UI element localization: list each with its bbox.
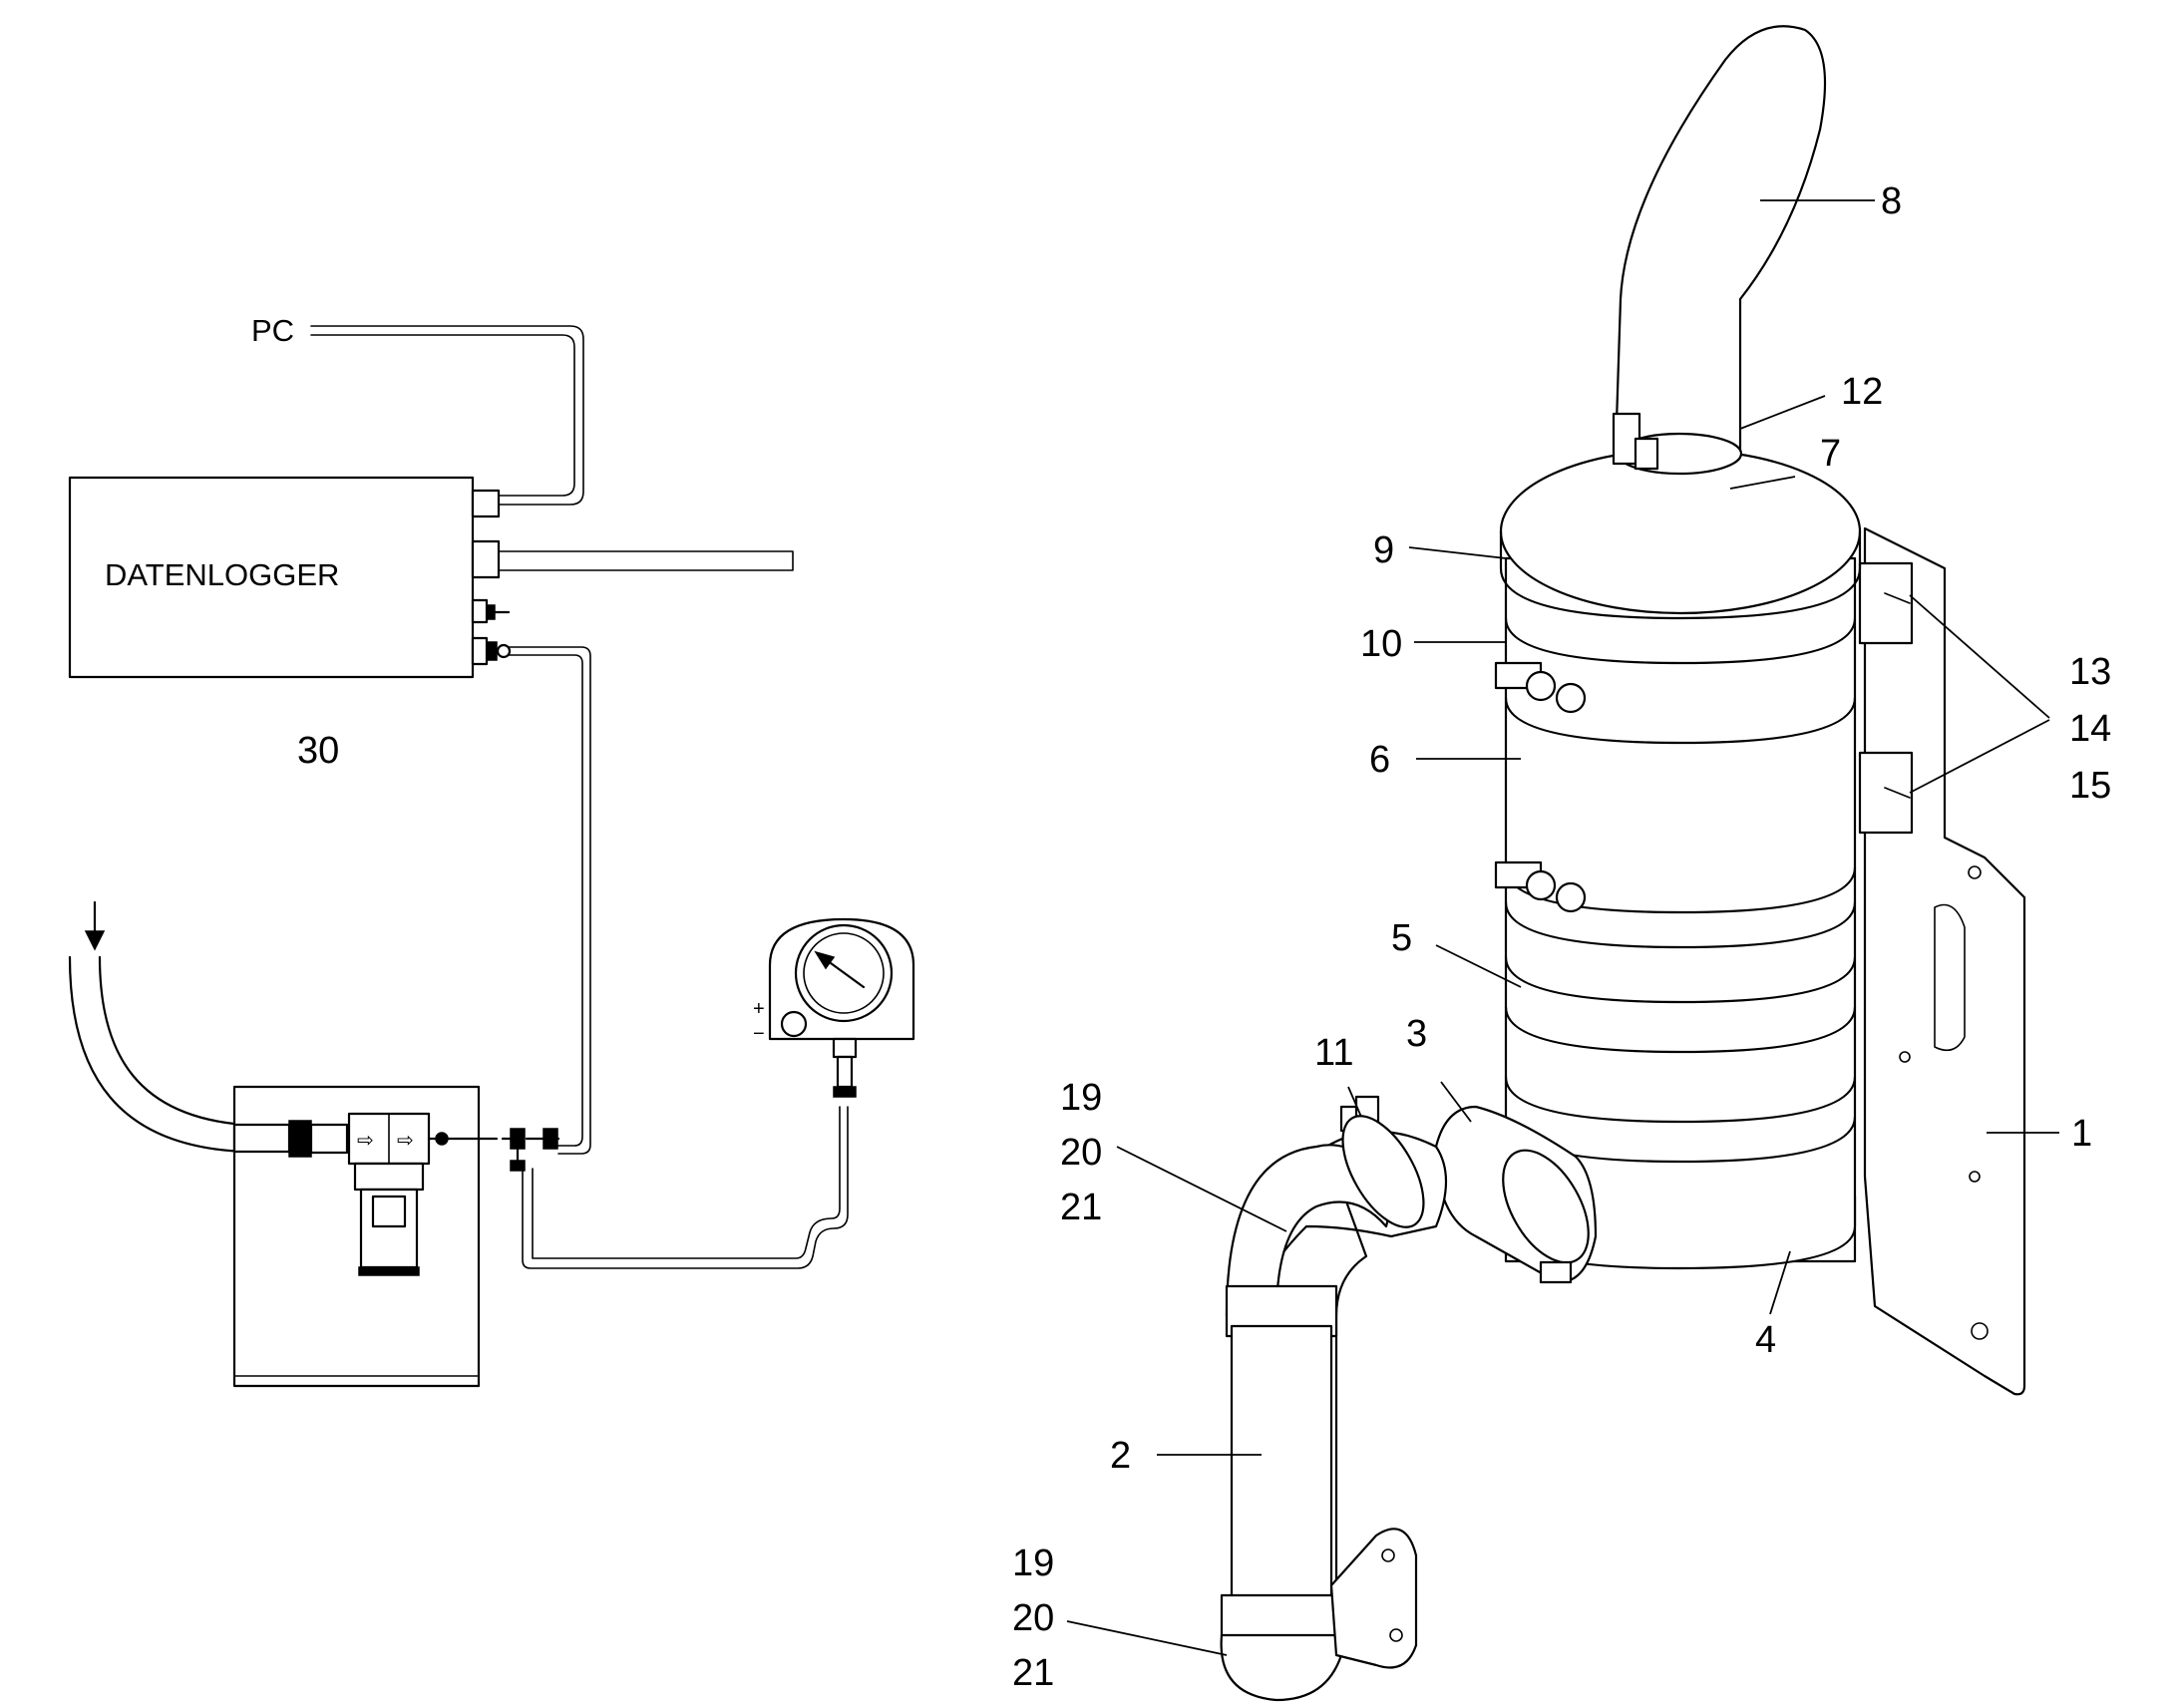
- measurement-schematic: PC DATENLOGGER 30: [68, 313, 915, 1388]
- callout-8: 8: [1881, 180, 1902, 222]
- mounting-bracket: [1863, 526, 2026, 1396]
- output-cable: [498, 550, 794, 571]
- callout-21-upper: 21: [1060, 1187, 1102, 1228]
- callout-10: 10: [1360, 623, 1402, 665]
- minus-sign: −: [753, 1023, 765, 1045]
- inlet-hose: [68, 955, 291, 1154]
- callout-labels: 1 2 3 4 5 6 7 8 9 10 11 12 13 14 15 19 2…: [1012, 180, 2111, 1694]
- svg-text:⇨: ⇨: [397, 1130, 414, 1152]
- pressure-hose: [508, 646, 591, 1155]
- callout-1: 1: [2071, 1113, 2092, 1155]
- pressure-gauge: [768, 917, 915, 1098]
- callout-11: 11: [1314, 1032, 1353, 1074]
- inlet-clamp: [1339, 1095, 1425, 1228]
- callout-3: 3: [1406, 1013, 1427, 1055]
- callout-13: 13: [2069, 651, 2111, 693]
- logger-fittings: [486, 604, 512, 661]
- pc-label: PC: [251, 313, 294, 348]
- callout-14: 14: [2069, 708, 2111, 750]
- callout-9: 9: [1373, 529, 1394, 571]
- callout-2: 2: [1110, 1435, 1131, 1477]
- inlet-elbow: [1434, 1105, 1598, 1284]
- callout-20-lower: 20: [1012, 1597, 1054, 1639]
- plus-sign: +: [753, 998, 765, 1020]
- callout-19-lower: 19: [1012, 1542, 1054, 1584]
- callout-12: 12: [1841, 371, 1883, 413]
- muffler-clamps: [1494, 661, 1587, 913]
- top-exhaust-pipe: [1612, 25, 1827, 476]
- strap-brackets: [1858, 561, 1914, 835]
- gauge-hose: [522, 1106, 849, 1269]
- callout-4: 4: [1755, 1319, 1776, 1361]
- inlet-arrow: [84, 900, 106, 951]
- callout-7: 7: [1820, 433, 1841, 475]
- datalogger-box: [68, 476, 501, 679]
- down-pipe: [1220, 1131, 1448, 1702]
- filter-assembly: ⇨ ⇨: [232, 1112, 560, 1276]
- datalogger-label: DATENLOGGER: [105, 557, 339, 592]
- exhaust-assembly: [1220, 25, 2026, 1702]
- tee-connectors: [510, 1128, 558, 1172]
- pc-cable: [310, 325, 584, 506]
- callout-6: 6: [1369, 739, 1390, 781]
- callout-5: 5: [1391, 917, 1412, 959]
- callout-15: 15: [2069, 765, 2111, 807]
- svg-text:⇨: ⇨: [357, 1130, 374, 1152]
- callout-20-upper: 20: [1060, 1132, 1102, 1174]
- group-number: 30: [297, 730, 339, 772]
- callout-19-upper: 19: [1060, 1077, 1102, 1119]
- callout-21-lower: 21: [1012, 1652, 1054, 1694]
- leader-lines: [1066, 199, 2059, 1656]
